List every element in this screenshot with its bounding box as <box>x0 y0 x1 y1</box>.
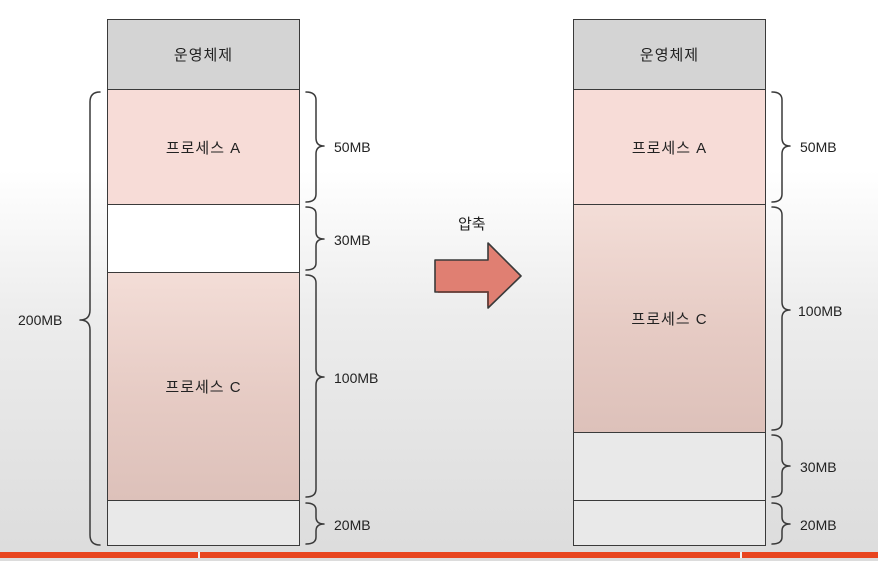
right-size-20mb: 20MB <box>800 517 837 533</box>
left-size-20mb: 20MB <box>334 517 371 533</box>
left-free-block-30mb <box>107 204 300 273</box>
left-process-c-block: 프로세스 C <box>107 272 300 501</box>
right-brace-50mb <box>771 91 791 203</box>
left-free-block-20mb <box>107 500 300 546</box>
bottom-bar-tick-right <box>740 552 742 558</box>
right-os-label: 운영체제 <box>639 47 700 64</box>
right-arrow-icon <box>432 240 524 310</box>
right-size-100mb: 100MB <box>798 303 843 319</box>
left-brace-50mb <box>305 91 325 203</box>
right-size-30mb: 30MB <box>800 459 837 475</box>
left-process-a-label: 프로세스 A <box>165 139 242 157</box>
left-process-a-block: 프로세스 A <box>107 89 300 205</box>
left-size-100mb: 100MB <box>334 370 379 386</box>
right-process-c-block: 프로세스 C <box>573 204 766 433</box>
left-size-30mb: 30MB <box>334 232 371 248</box>
right-free-block-20mb <box>573 500 766 546</box>
left-brace-30mb <box>305 206 325 271</box>
left-os-label: 운영체제 <box>173 47 234 64</box>
left-brace-20mb <box>305 502 325 545</box>
left-process-c-label: 프로세스 C <box>165 379 242 396</box>
right-process-a-block: 프로세스 A <box>573 89 766 205</box>
total-size-label: 200MB <box>18 312 63 328</box>
right-brace-100mb <box>771 206 791 431</box>
right-process-a-label: 프로세스 A <box>631 139 708 157</box>
compress-label: 압축 <box>458 216 486 233</box>
right-brace-30mb <box>771 434 791 498</box>
right-brace-20mb <box>771 502 791 545</box>
right-size-50mb: 50MB <box>800 139 837 155</box>
bottom-accent-bar <box>0 552 878 558</box>
left-brace-100mb <box>305 274 325 498</box>
right-process-c-label: 프로세스 C <box>631 311 708 328</box>
total-brace <box>79 91 101 546</box>
right-free-block-30mb <box>573 432 766 501</box>
left-size-50mb: 50MB <box>334 139 371 155</box>
bottom-bar-tick-left <box>198 552 200 558</box>
left-os-block: 운영체제 <box>107 19 300 90</box>
